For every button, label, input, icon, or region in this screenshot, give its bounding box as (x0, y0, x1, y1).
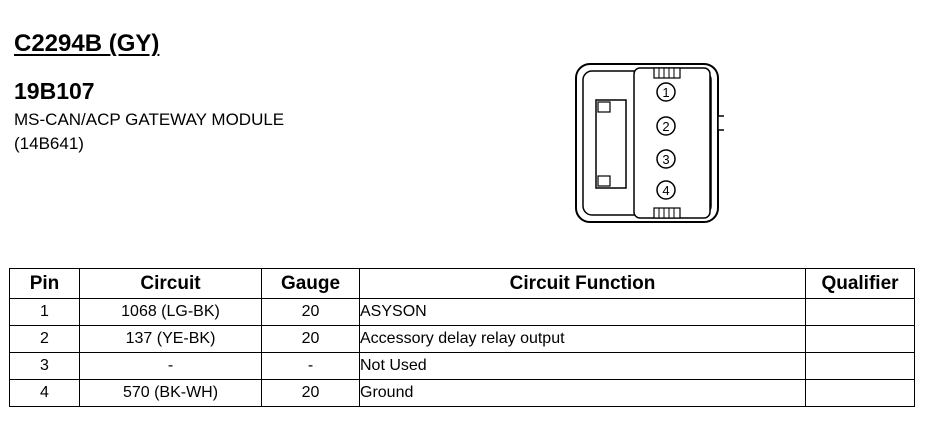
cell-gauge: - (261, 352, 360, 380)
cell-function: Not Used (359, 352, 806, 380)
cell-circuit: 137 (YE-BK) (79, 325, 262, 353)
connector-id: C2294B (GY) (14, 30, 160, 57)
header-gauge: Gauge (261, 268, 360, 299)
cell-circuit: - (79, 352, 262, 380)
header-circuit: Circuit (79, 268, 262, 299)
cell-gauge: 20 (261, 325, 360, 353)
cell-qualifier (805, 325, 915, 353)
table-row: 4 570 (BK-WH) 20 Ground (9, 379, 915, 407)
pinout-table: Pin Circuit Gauge Circuit Function Quali… (9, 268, 915, 407)
cell-function: Accessory delay relay output (359, 325, 806, 353)
cell-circuit: 1068 (LG-BK) (79, 298, 262, 326)
cell-pin: 3 (9, 352, 80, 380)
cell-pin: 4 (9, 379, 80, 407)
table-header-row: Pin Circuit Gauge Circuit Function Quali… (9, 268, 915, 299)
cell-gauge: 20 (261, 298, 360, 326)
pin-1-label: 1 (662, 85, 669, 100)
cell-qualifier (805, 352, 915, 380)
cell-pin: 1 (9, 298, 80, 326)
pin-2-marker: 2 (656, 116, 676, 136)
pin-2-label: 2 (662, 119, 669, 134)
cell-qualifier (805, 379, 915, 407)
module-part-number: (14B641) (14, 134, 84, 153)
header-circuit-function: Circuit Function (359, 268, 806, 299)
table-row: 3 - - Not Used (9, 352, 915, 380)
cell-pin: 2 (9, 325, 80, 353)
cell-gauge: 20 (261, 379, 360, 407)
pin-4-label: 4 (662, 183, 669, 198)
pin-3-label: 3 (662, 152, 669, 167)
header-pin: Pin (9, 268, 80, 299)
cell-function: Ground (359, 379, 806, 407)
cell-function: ASYSON (359, 298, 806, 326)
header-qualifier: Qualifier (805, 268, 915, 299)
table-row: 2 137 (YE-BK) 20 Accessory delay relay o… (9, 325, 915, 353)
pin-4-marker: 4 (656, 180, 676, 200)
table-row: 1 1068 (LG-BK) 20 ASYSON (9, 298, 915, 326)
cell-qualifier (805, 298, 915, 326)
pin-3-marker: 3 (656, 149, 676, 169)
connector-face-diagram: 1 2 3 4 (575, 63, 724, 223)
module-name: MS-CAN/ACP GATEWAY MODULE (14, 110, 285, 129)
part-number: 19B107 (14, 78, 95, 104)
pin-1-marker: 1 (656, 82, 676, 102)
cell-circuit: 570 (BK-WH) (79, 379, 262, 407)
